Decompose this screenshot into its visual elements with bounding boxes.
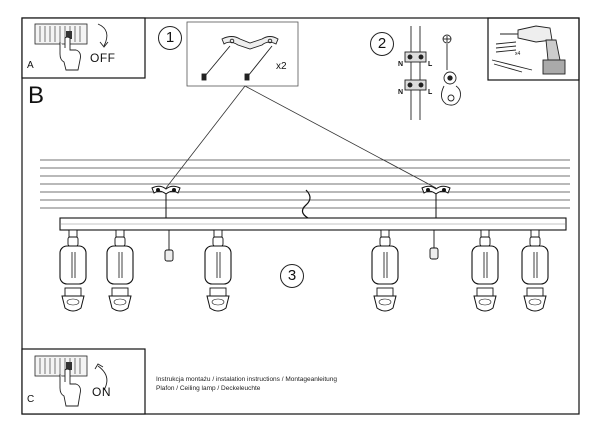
switch-off-text: OFF xyxy=(90,51,116,65)
mains-cable xyxy=(301,189,311,219)
wiring-illustration xyxy=(404,26,461,120)
spotlight-3 xyxy=(204,229,232,312)
wire-label-n-bottom: N xyxy=(398,89,404,96)
screw-right xyxy=(429,230,439,260)
spotlight-5 xyxy=(471,229,499,312)
step-number-3: 3 xyxy=(280,264,304,288)
wire-label-l-bottom: L xyxy=(428,89,433,96)
spotlight-4 xyxy=(371,229,399,312)
ceiling-bracket-left xyxy=(151,185,181,218)
switch-on-text: ON xyxy=(92,385,111,399)
hanger-inset-box xyxy=(186,21,299,87)
drill-illustration xyxy=(491,25,566,75)
wire-label-n-top: N xyxy=(398,61,404,68)
step-number-2: 2 xyxy=(370,32,394,56)
drill-quantity: x4 xyxy=(515,51,521,57)
panel-a-label: A xyxy=(27,60,34,71)
drill-inset-box xyxy=(487,17,580,81)
hanger-illustration xyxy=(201,36,279,81)
panel-b-label: B xyxy=(28,82,45,109)
spotlight-6 xyxy=(521,229,549,312)
hanger-quantity: x2 xyxy=(276,61,287,72)
screw-left xyxy=(164,230,174,262)
spotlight-2 xyxy=(106,229,134,312)
panel-c-label: C xyxy=(27,394,35,405)
spotlight-1 xyxy=(59,229,87,312)
breaker-off-illustration xyxy=(34,23,109,71)
leader-lines xyxy=(165,85,437,189)
ceiling-bracket-right xyxy=(421,185,451,218)
outer-frame xyxy=(21,17,580,415)
footer-line-1: Instrukcja montażu / instalation instruc… xyxy=(156,376,338,383)
step-number-1: 1 xyxy=(158,26,182,50)
footer-line-2: Plafon / Ceiling lamp / Deckeleuchte xyxy=(156,385,261,392)
ceiling-hatching xyxy=(40,159,570,209)
wire-label-l-top: L xyxy=(428,61,433,68)
breaker-on-illustration xyxy=(34,355,108,407)
